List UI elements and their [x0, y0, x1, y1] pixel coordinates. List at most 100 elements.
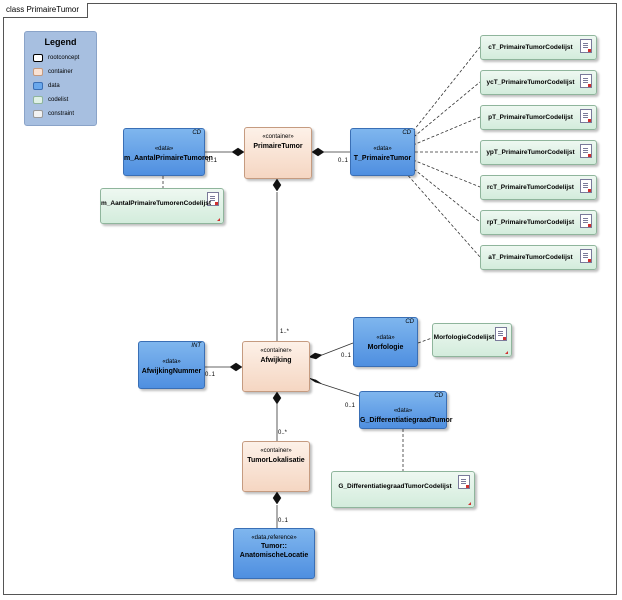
stereotype-label: «data,reference»	[251, 535, 297, 541]
class-name: AnatomischeLocatie	[239, 552, 309, 559]
type-tag: INT	[191, 343, 201, 349]
t-primaire-tumor-class[interactable]: CD «data» T_PrimaireTumor	[350, 128, 415, 176]
multiplicity-label: 1..*	[280, 329, 290, 335]
document-icon	[495, 327, 507, 341]
diagram-title: class PrimaireTumor	[3, 3, 89, 18]
class-name: Morfologie	[367, 344, 404, 351]
codelist-name: rpT_PrimaireTumorCodelijst	[486, 219, 575, 226]
diamond-afwijking-left	[229, 362, 243, 372]
diamond-afwijking-right-top	[308, 352, 323, 360]
document-icon	[458, 475, 470, 489]
legend-label: constraint	[48, 111, 75, 117]
link-afwijking-morfologie	[321, 342, 354, 356]
codelist-link-yct	[409, 81, 481, 141]
primaire-tumor-class[interactable]: «container» PrimaireTumor	[244, 127, 312, 179]
document-icon	[580, 74, 592, 88]
codelist-rpt[interactable]: rpT_PrimaireTumorCodelijst	[480, 210, 597, 235]
codelist-name: cT_PrimaireTumorCodelijst	[488, 44, 573, 51]
stereotype-label: «container»	[260, 448, 292, 454]
warning-mark-icon	[505, 351, 508, 354]
legend-title: Legend	[44, 37, 77, 47]
codelist-name: MorfologieCodelijst	[433, 334, 495, 341]
class-name: G_DifferentiatiegraadTumor	[360, 417, 453, 424]
legend-swatch	[33, 54, 43, 62]
codelist-name: aT_PrimaireTumorCodelijst	[488, 254, 573, 261]
type-tag: CD	[192, 130, 201, 136]
multiplicity-label: 0..1	[341, 353, 352, 359]
legend-swatch	[33, 110, 43, 118]
stereotype-label: «data»	[373, 146, 392, 152]
legend-label: rootconcept	[48, 55, 80, 61]
link-afwijking-differentiatie	[321, 383, 360, 397]
stereotype-label: «data»	[393, 408, 413, 414]
codelist-name: G_DifferentiatiegraadTumorCodelijst	[338, 483, 452, 490]
codelist-ypt[interactable]: ypT_PrimaireTumorCodelijst	[480, 140, 597, 165]
legend-swatch	[33, 68, 43, 76]
codelist-link-pt	[412, 116, 481, 146]
diamond-lokalisatie-bottom	[272, 491, 282, 505]
afwijking-class[interactable]: «container» Afwijking	[242, 341, 310, 392]
diagram-frame	[3, 3, 617, 595]
document-icon	[580, 144, 592, 158]
class-name: AfwijkingNummer	[141, 368, 202, 375]
multiplicity-label: 0..1	[278, 518, 289, 524]
codelist-name: rcT_PrimaireTumorCodelijst	[487, 184, 574, 191]
multiplicity-label: 0..1	[338, 158, 349, 164]
codelist-name: m_AantalPrimaireTumorenCodelijst	[101, 200, 212, 207]
class-namespace: Tumor::	[261, 543, 287, 550]
class-name: m_AantalPrimaireTumoren	[124, 155, 213, 162]
stereotype-label: «container»	[262, 134, 294, 140]
stereotype-label: «data»	[162, 359, 181, 365]
document-icon	[580, 109, 592, 123]
diamond-primaire-bottom	[272, 178, 282, 192]
codelist-ct[interactable]: cT_PrimaireTumorCodelijst	[480, 35, 597, 60]
codelist-link-rpt	[409, 165, 481, 223]
multiplicity-label: 0..1	[345, 403, 356, 409]
differentiatiegraad-codelist[interactable]: G_DifferentiatiegraadTumorCodelijst	[331, 471, 475, 508]
warning-mark-icon	[468, 502, 471, 505]
document-icon	[580, 179, 592, 193]
class-name: PrimaireTumor	[253, 143, 303, 150]
codelist-name: ypT_PrimaireTumorCodelijst	[486, 149, 575, 156]
codelist-name: pT_PrimaireTumorCodelijst	[488, 114, 573, 121]
class-name: Afwijking	[260, 357, 292, 364]
stereotype-label: «data»	[154, 146, 174, 152]
legend-label: data	[48, 83, 60, 89]
codelist-yct[interactable]: ycT_PrimaireTumorCodelijst	[480, 70, 597, 95]
multiplicity-label: 0..1	[205, 372, 216, 378]
codelist-rct[interactable]: rcT_PrimaireTumorCodelijst	[480, 175, 597, 200]
m-aantal-primaire-tumoren-class[interactable]: CD «data» m_AantalPrimaireTumoren	[123, 128, 213, 176]
legend: Legend rootconcept container data codeli…	[24, 31, 97, 126]
m-aantal-codelist[interactable]: m_AantalPrimaireTumorenCodelijst	[100, 188, 224, 224]
stereotype-label: «container»	[260, 348, 292, 354]
diamond-afwijking-bottom	[272, 391, 282, 405]
codelist-at[interactable]: aT_PrimaireTumorCodelijst	[480, 245, 597, 270]
codelist-pt[interactable]: pT_PrimaireTumorCodelijst	[480, 105, 597, 130]
class-name: T_PrimaireTumor	[353, 155, 412, 162]
class-name: TumorLokalisatie	[247, 457, 305, 464]
differentiatiegraad-tumor-class[interactable]: CD «data» G_DifferentiatiegraadTumor	[359, 391, 453, 429]
stereotype-label: «data»	[376, 335, 395, 341]
codelist-name: ycT_PrimaireTumorCodelijst	[486, 79, 575, 86]
type-tag: CD	[405, 319, 414, 325]
warning-mark-icon	[217, 218, 220, 221]
diamond-primaire-right	[311, 147, 325, 157]
codelist-link-at	[404, 171, 481, 258]
document-icon	[580, 39, 592, 53]
diamond-afwijking-right-bottom	[308, 377, 323, 385]
morfologie-codelist[interactable]: MorfologieCodelijst	[432, 323, 512, 357]
tumor-lokalisatie-class[interactable]: «container» TumorLokalisatie	[242, 441, 310, 492]
multiplicity-label: 0..*	[278, 430, 288, 436]
afwijking-nummer-class[interactable]: INT «data» AfwijkingNummer	[138, 341, 205, 389]
codelist-link-morfologie	[417, 337, 433, 344]
codelist-link-rct	[412, 159, 481, 188]
multiplicity-label: 0..1	[207, 158, 218, 164]
type-tag: CD	[402, 130, 411, 136]
legend-swatch	[33, 82, 43, 90]
document-icon	[580, 249, 592, 263]
legend-label: codelist	[48, 97, 69, 103]
anatomische-locatie-class[interactable]: «data,reference» Tumor:: AnatomischeLoca…	[233, 528, 315, 579]
morfologie-class[interactable]: CD «data» Morfologie	[353, 317, 418, 367]
diamond-primaire-left	[231, 147, 245, 157]
